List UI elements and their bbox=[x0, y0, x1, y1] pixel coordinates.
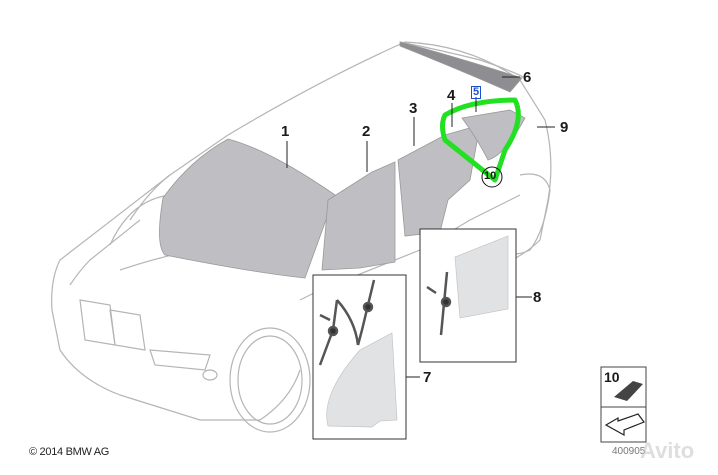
callout-10-diagram: 10 bbox=[484, 170, 497, 182]
callout-8: 8 bbox=[533, 289, 542, 306]
arrow-icon bbox=[604, 413, 645, 437]
callout-9: 9 bbox=[560, 119, 569, 136]
highlight-marker bbox=[440, 97, 521, 183]
windscreen bbox=[159, 138, 336, 279]
callout-1: 1 bbox=[281, 123, 290, 140]
rear-quarter-glass bbox=[461, 109, 526, 161]
rear-window bbox=[399, 41, 523, 93]
front-door-glass-7 bbox=[326, 332, 398, 428]
leader-lines bbox=[286, 76, 555, 378]
callout-5: 5 bbox=[471, 86, 482, 99]
callout-4: 4 bbox=[447, 87, 456, 104]
regulator-8 bbox=[426, 271, 452, 336]
watermark: Avito bbox=[640, 438, 695, 463]
drawing-number: 400905 bbox=[612, 446, 646, 457]
front-door-glass bbox=[321, 161, 396, 271]
copyright-text: © 2014 BMW AG bbox=[29, 446, 110, 458]
regulator-7 bbox=[318, 279, 376, 366]
callout-10-legend: 10 bbox=[604, 369, 620, 385]
callout-2: 2 bbox=[362, 123, 371, 140]
callout-6: 6 bbox=[523, 69, 532, 86]
callout-7: 7 bbox=[423, 369, 432, 386]
adhesive-pad-icon bbox=[614, 381, 643, 401]
rear-door-glass-8 bbox=[454, 235, 509, 319]
rear-door-glass bbox=[397, 124, 481, 237]
callout-10-circle bbox=[481, 166, 503, 188]
callout-3: 3 bbox=[409, 100, 418, 117]
